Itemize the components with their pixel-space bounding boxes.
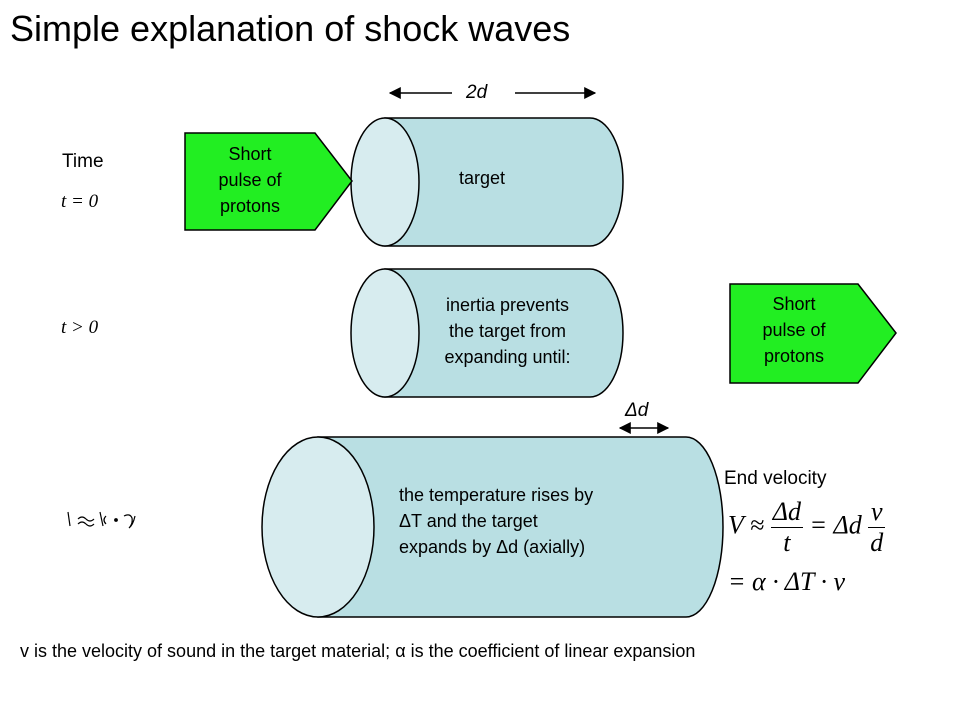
target-cylinder: [350, 117, 624, 247]
end-velocity-label: End velocity: [724, 468, 827, 489]
proton-pulse-shape-2: [729, 283, 897, 384]
page-title: Simple explanation of shock waves: [10, 8, 571, 49]
eq-frac2-den: d: [870, 528, 884, 557]
expansion-line: the temperature rises by: [399, 485, 594, 505]
faint-formula-remnant: [67, 511, 136, 529]
eq-fraction-2: v d: [868, 497, 886, 558]
velocity-equation: V ≈ Δd t = Δd v d: [728, 497, 886, 558]
eq-fraction-1: Δd t: [770, 497, 803, 558]
velocity-equation-line2: = α · ΔT · v: [728, 567, 846, 596]
expansion-line: ΔT and the target: [399, 511, 538, 531]
delta-d-label: Δd: [625, 400, 649, 421]
proton-pulse-1: Short pulse of protons: [185, 141, 315, 219]
expansion-line: expands by Δd (axially): [399, 537, 586, 557]
pulse-line: pulse of: [762, 320, 826, 340]
expanded-cylinder: [261, 436, 724, 618]
pulse-line: Short: [772, 294, 816, 314]
target-label: target: [459, 168, 506, 188]
width-label: 2d: [466, 82, 487, 104]
footnote: v is the velocity of sound in the target…: [20, 641, 696, 661]
pulse-line: pulse of: [218, 170, 282, 190]
pulse-line: Short: [228, 144, 272, 164]
t0-label: t = 0: [61, 191, 99, 212]
inertia-line: the target from: [448, 321, 567, 341]
eq-lhs: V ≈: [728, 510, 765, 540]
eq-frac1-den: t: [783, 528, 791, 557]
inertia-text: inertia prevents the target from expandi…: [420, 292, 595, 370]
pulse-line: protons: [763, 346, 825, 366]
eq-frac2-num: v: [868, 497, 886, 528]
width-label-text: 2d: [466, 82, 488, 103]
inertia-cylinder: [350, 268, 624, 398]
time-label: Time: [62, 151, 104, 172]
t-positive-label: t > 0: [61, 317, 99, 338]
pulse-line: protons: [219, 196, 281, 216]
expansion-text: the temperature rises by ΔT and the targ…: [399, 482, 679, 560]
proton-pulse-shape-1: [184, 132, 353, 231]
eq-frac1-num: Δd: [770, 497, 803, 528]
proton-pulse-2: Short pulse of protons: [730, 291, 858, 369]
inertia-line: expanding until:: [444, 347, 571, 367]
eq-mid: = Δd: [809, 510, 862, 540]
inertia-line: inertia prevents: [445, 295, 570, 315]
